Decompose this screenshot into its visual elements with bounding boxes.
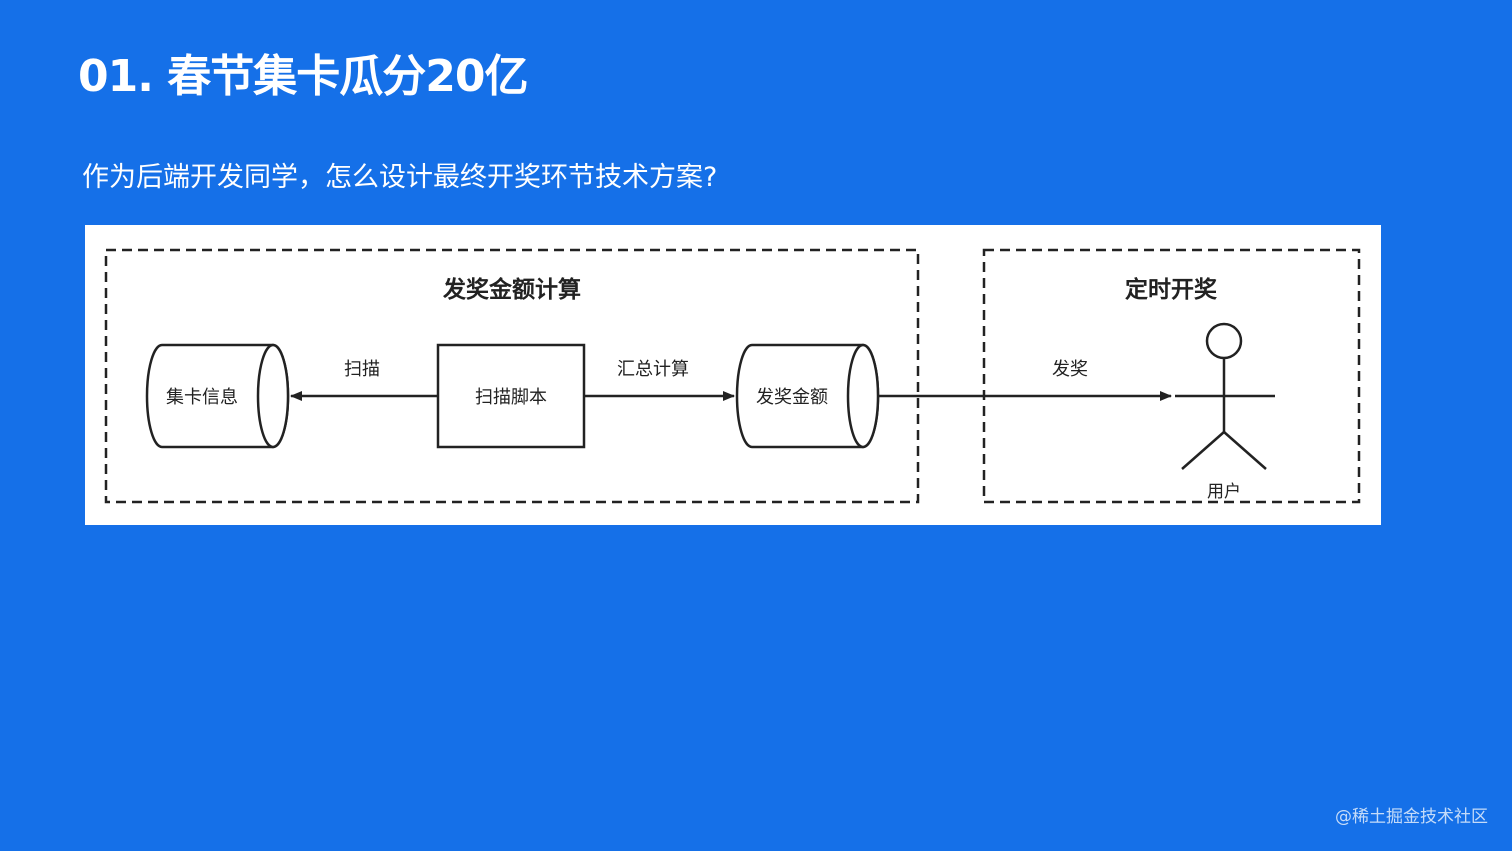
node-user-actor-icon	[1175, 322, 1275, 470]
node-card-info: 集卡信息	[145, 343, 290, 449]
node-award-amount: 发奖金额	[735, 343, 880, 449]
group-calc-border	[104, 248, 920, 504]
node-award-amount-label: 发奖金额	[756, 387, 828, 408]
group-draw-title: 定时开奖	[1125, 276, 1217, 303]
slide-question: 作为后端开发同学，怎么设计最终开奖环节技术方案?	[82, 162, 718, 193]
node-card-info-label: 集卡信息	[166, 387, 238, 408]
edge-scan-label: 扫描	[344, 359, 380, 380]
edge-aggregate-label: 汇总计算	[617, 359, 689, 380]
edge-award-label: 发奖	[1052, 359, 1088, 380]
node-scan-script-label: 扫描脚本	[475, 387, 547, 408]
node-scan-script: 扫描脚本	[436, 343, 586, 449]
slide-title: 01. 春节集卡瓜分20亿	[78, 51, 528, 102]
node-user-label: 用户	[1207, 482, 1241, 502]
watermark: @稀土掘金技术社区	[1335, 807, 1488, 827]
diagram-panel: 发奖金额计算 定时开奖 集卡信息 扫描脚本 发奖金额	[85, 225, 1381, 525]
group-calc-title: 发奖金额计算	[442, 276, 581, 303]
flow-diagram: 发奖金额计算 定时开奖 集卡信息 扫描脚本 发奖金额	[104, 248, 1361, 504]
group-draw-border	[982, 248, 1361, 504]
